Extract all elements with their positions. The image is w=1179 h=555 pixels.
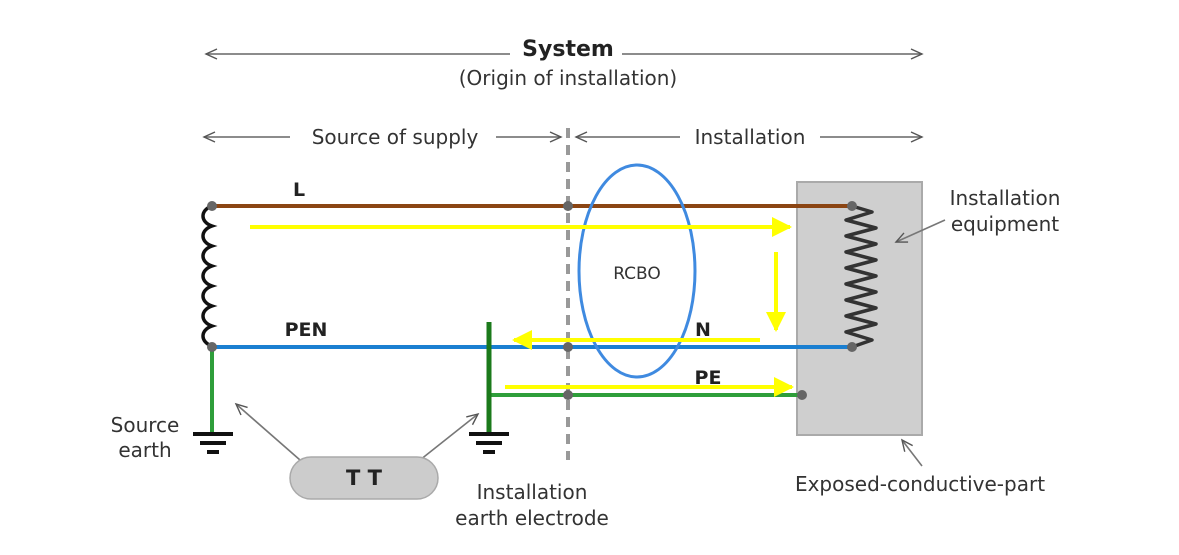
system-subtitle: (Origin of installation) <box>459 66 677 90</box>
source-earth-label-line2: earth <box>118 438 171 462</box>
source-earth-symbol-icon <box>193 432 233 454</box>
exposed-conductive-part-label: Exposed-conductive-part <box>795 472 1045 496</box>
system-title: System <box>522 37 614 62</box>
source-coil-icon <box>201 204 218 348</box>
fault-current-path <box>250 217 794 397</box>
installation-equipment-label-line2: equipment <box>951 212 1059 236</box>
equipment-pointer <box>894 219 946 243</box>
tt-pointer-source <box>234 402 301 461</box>
line-conductor-label: L <box>293 179 305 201</box>
source-earth-label-line1: Source <box>111 413 180 437</box>
exposed-part-pointer <box>900 438 923 467</box>
installation-equipment-label-line1: Installation <box>950 186 1061 210</box>
pe-conductor <box>487 393 800 432</box>
source-of-supply-label: Source of supply <box>312 125 479 149</box>
pen-conductor-label: PEN <box>285 319 328 341</box>
tt-badge <box>289 456 439 500</box>
junction-dots <box>207 201 857 400</box>
rcbo-outline <box>577 163 697 379</box>
electrode-label-line2: earth electrode <box>455 506 609 530</box>
rcbo-label: RCBO <box>613 264 661 284</box>
tt-pointer-electrode <box>419 412 480 461</box>
equipment-coil-icon <box>844 204 878 349</box>
electrode-label-line1: Installation <box>477 480 588 504</box>
electrode-earth-symbol-icon <box>469 432 509 454</box>
installation-label: Installation <box>695 125 806 149</box>
tt-badge-label: T T <box>346 466 383 490</box>
installation-equipment-box <box>796 181 923 436</box>
pe-conductor-label: PE <box>695 367 722 389</box>
neutral-conductor-label: N <box>695 319 711 341</box>
